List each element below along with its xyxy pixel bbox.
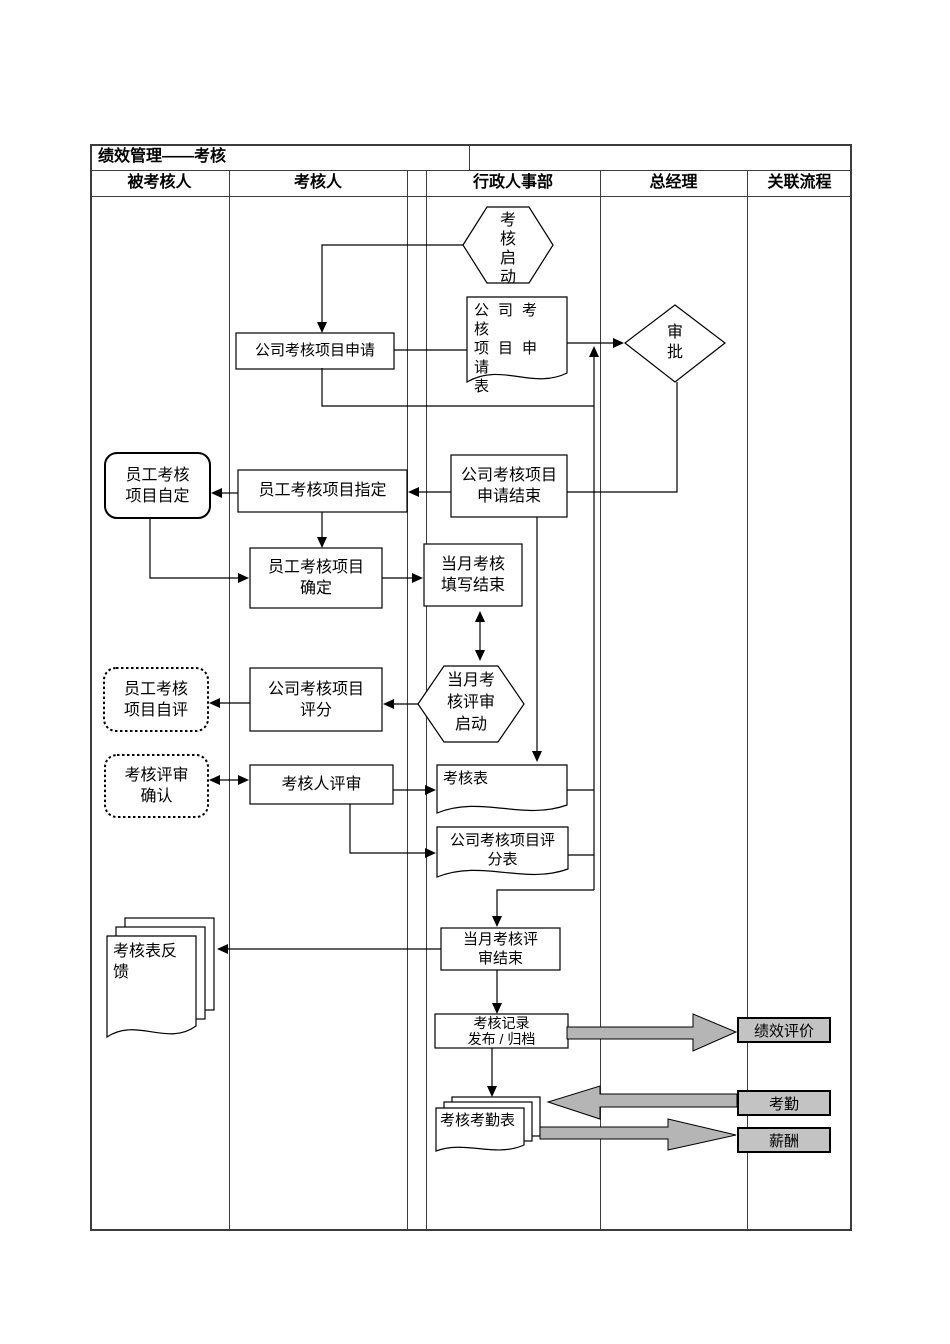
lane-header-related-process: 关联流程 — [767, 174, 832, 191]
performance-eval-box: 绩效评价 — [737, 1017, 831, 1043]
apply-end-label: 公司考核项目 申请结束 — [460, 467, 557, 505]
approve-diamond — [624, 304, 726, 383]
page-title: 绩效管理——考核 — [98, 148, 227, 165]
reviewer-review-rect — [249, 764, 394, 805]
arrowhead-up-fillend — [475, 611, 485, 622]
apply-end-rect — [450, 454, 568, 518]
lane-line-2 — [407, 170, 408, 1229]
arrowhead-down-confirm — [317, 537, 327, 548]
start-hexagon-label: 考 核 启 动 — [499, 212, 516, 286]
arrowhead-left-reviewconfirm — [209, 775, 220, 785]
monthly-fill-end-rect — [423, 543, 523, 607]
lane-line-1 — [229, 170, 230, 1229]
monthly-fill-end-label: 当月考核 填写结束 — [440, 556, 505, 594]
self-eval-label: 员工考核 项目自评 — [123, 680, 188, 719]
score-form-document — [436, 826, 569, 878]
lane-header-hr-admin: 行政人事部 — [472, 174, 553, 191]
apply-label: 公司考核项目申请 — [254, 342, 375, 359]
start-hexagon — [462, 206, 554, 284]
arrowhead-left-feedback — [217, 944, 228, 954]
connector-apply-bottom-route — [321, 368, 594, 407]
arrowhead-right-assessmentform — [425, 785, 436, 795]
self-eval-dotted-rect — [103, 667, 209, 732]
score-form-label: 公司考核项目评 分表 — [449, 832, 555, 868]
arrowhead-left-selfeval — [209, 698, 220, 708]
connector-starthex-to-apply — [321, 244, 463, 322]
arrowhead-down-reviewend — [492, 916, 502, 927]
lane-line-4 — [600, 170, 601, 1229]
arrowhead-right-fillend — [412, 573, 423, 583]
lane-header-assessee: 被考核人 — [127, 174, 192, 191]
arrowhead-right-scoreform — [425, 848, 436, 858]
block-arrow-to-performance — [566, 1013, 738, 1052]
connector-selfdefine-to-confirm — [149, 518, 238, 579]
block-arrow-from-attendance — [546, 1085, 738, 1120]
assign-label: 员工考核项目指定 — [258, 482, 387, 499]
salary-box: 薪酬 — [737, 1127, 831, 1153]
feedback-document-front — [106, 935, 197, 1039]
confirm-label: 员工考核项目 确定 — [267, 559, 364, 597]
self-define-label: 员工考核 项目自定 — [125, 466, 190, 505]
score-rect — [249, 667, 383, 732]
assign-rect — [237, 469, 408, 513]
arrowhead-right-approve — [613, 338, 624, 348]
monthly-review-end-label: 当月考核评 审结束 — [462, 931, 538, 967]
connector-reviewer-to-scoreform — [349, 804, 425, 854]
arrowhead-down-assessmentform — [532, 751, 542, 762]
connector-trunk-to-reviewend — [496, 889, 594, 916]
monthly-review-hexagon — [417, 665, 525, 743]
arrowhead-left-assign — [408, 487, 419, 497]
apply-form-document — [466, 296, 568, 384]
record-publish-rect — [434, 1013, 569, 1049]
arrowhead-right-reviewer — [238, 775, 249, 785]
review-confirm-dotted-rect — [104, 754, 209, 818]
record-publish-label: 考核记录 发布 / 归档 — [467, 1015, 536, 1047]
monthly-review-end-rect — [440, 927, 561, 971]
connector-approve-to-applyend — [567, 382, 678, 493]
assessment-form-label: 考核表 — [443, 770, 489, 787]
arrowhead-down-attendanceform — [487, 1086, 497, 1097]
connector-lines — [149, 244, 678, 1086]
arrowhead-right-confirm — [238, 573, 249, 583]
header-row-divider — [90, 196, 852, 197]
arrowhead-up-trunk — [589, 346, 599, 357]
attendance-box: 考勤 — [737, 1090, 831, 1116]
lane-line-5 — [747, 170, 748, 1229]
arrowhead-down-record — [492, 1003, 502, 1014]
monthly-review-hexagon-label: 当月考 核评审 启动 — [446, 672, 495, 733]
reviewer-review-label: 考核人评审 — [281, 775, 362, 793]
lane-header-assessor: 考核人 — [293, 174, 342, 191]
lane-header-general-manager: 总经理 — [649, 174, 698, 191]
score-label: 公司考核项目 评分 — [267, 680, 364, 719]
title-cell-divider — [469, 144, 470, 170]
attendance-document-front — [435, 1107, 525, 1152]
arrowheads — [209, 322, 624, 1097]
attendance-label: 考勤 — [768, 1095, 799, 1113]
arrowhead-down-reviewhex — [475, 650, 485, 661]
attendance-form-label: 考核考勤表 — [440, 1112, 516, 1129]
assessment-form-document — [436, 764, 568, 814]
apply-form-label: 公司考核 项目申请 表 — [474, 302, 547, 395]
self-define-rounded-rect — [104, 452, 211, 519]
salary-label: 薪酬 — [768, 1132, 799, 1150]
block-arrow-to-salary — [539, 1118, 737, 1151]
title-row-divider — [90, 170, 852, 171]
performance-eval-label: 绩效评价 — [753, 1022, 814, 1040]
arrowhead-left-selfdefine — [211, 488, 222, 498]
approve-label: 审 批 — [666, 324, 683, 361]
feedback-document-label: 考核表反 馈 — [113, 943, 178, 981]
arrowhead-left-score — [383, 699, 394, 709]
review-confirm-label: 考核评审 确认 — [124, 767, 189, 805]
arrowhead-down-apply — [317, 322, 327, 333]
block-arrows — [539, 1013, 738, 1151]
apply-rect — [235, 332, 395, 370]
table-outer-border — [90, 144, 852, 1231]
